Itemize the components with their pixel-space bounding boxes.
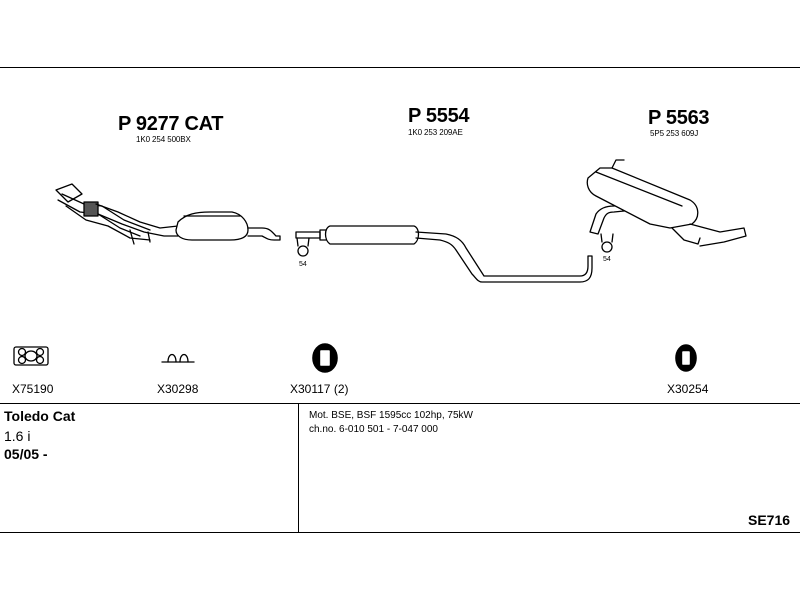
info-column-divider <box>298 404 299 532</box>
part-number-middle-silencer: P 5554 <box>408 105 470 127</box>
rear-silencer-assembly <box>586 159 747 247</box>
clamp-label-front: 54 <box>299 261 307 268</box>
fitting-code-hanger: X30117 (2) <box>290 382 349 396</box>
middle-silencer-assembly <box>295 225 593 283</box>
oem-number-rear-silencer: 5P5 253 609J <box>650 129 699 138</box>
oem-number-middle-silencer: 1K0 253 209AE <box>408 128 463 137</box>
info-divider <box>0 403 800 404</box>
clamp-label-rear: 54 <box>603 256 611 263</box>
nuts-icon <box>161 353 195 363</box>
vehicle-date: 05/05 - <box>4 446 48 462</box>
oem-number-catalyst: 1K0 254 500BX <box>136 135 191 144</box>
rear-hanger-icon <box>675 344 697 372</box>
part-number-rear-silencer: P 5563 <box>648 107 710 129</box>
motor-details: Mot. BSE, BSF 1595cc 102hp, 75kW <box>309 410 473 421</box>
catalyst-assembly <box>55 183 281 245</box>
vehicle-engine: 1.6 i <box>4 428 31 444</box>
fitting-code-gasket: X75190 <box>12 382 54 396</box>
diagram-frame <box>0 67 800 533</box>
part-number-catalyst: P 9277 CAT <box>118 113 224 135</box>
hanger-icon <box>312 343 338 373</box>
gasket-icon <box>13 346 49 366</box>
clamp-rear <box>600 233 614 253</box>
vehicle-model: Toledo Cat <box>4 408 76 424</box>
fitting-code-nuts: X30298 <box>157 382 199 396</box>
diagram-code: SE716 <box>748 512 791 528</box>
fitting-code-rear-hanger: X30254 <box>667 382 709 396</box>
chassis-details: ch.no. 6-010 501 - 7-047 000 <box>309 424 438 435</box>
clamp-front <box>296 237 310 257</box>
